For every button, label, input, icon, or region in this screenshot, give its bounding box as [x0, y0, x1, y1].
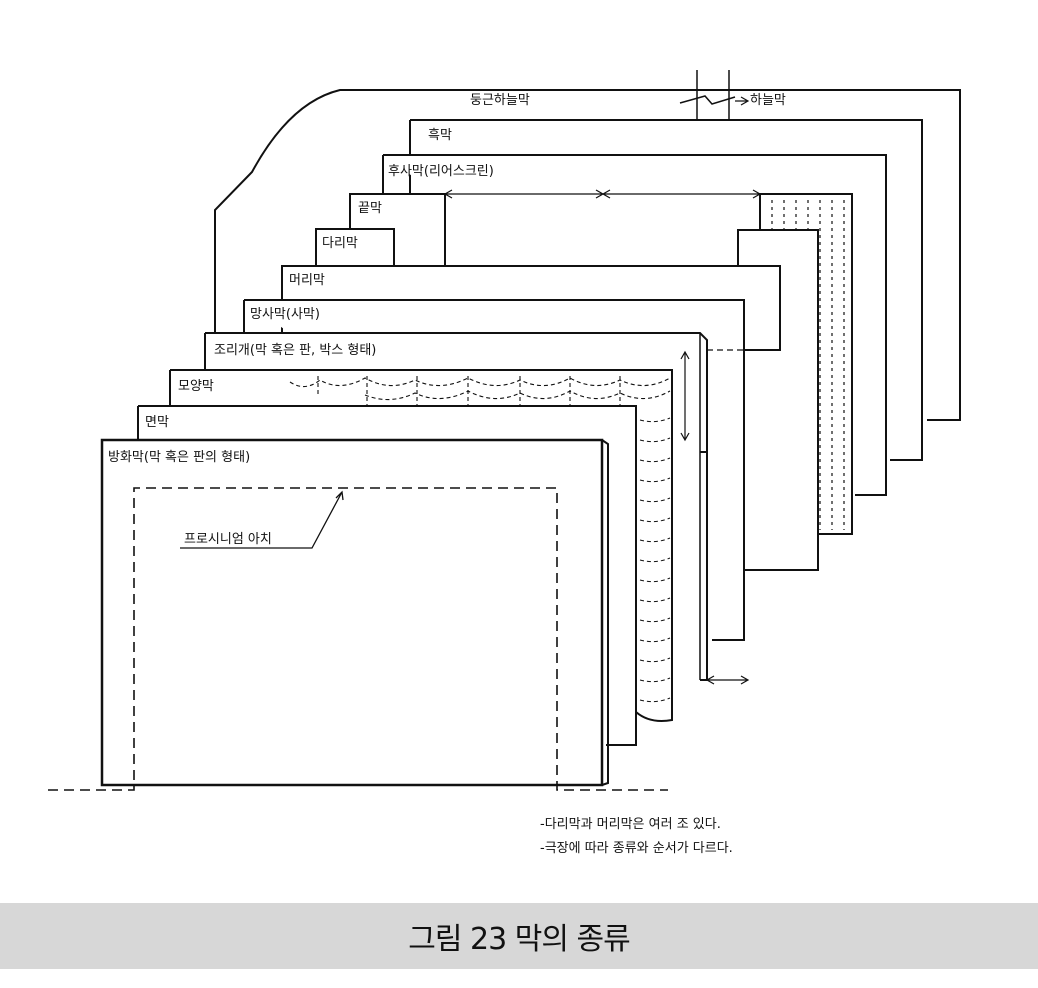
break-zigzag — [679, 95, 736, 105]
figure-caption-bar: 그림 23 막의 종류 — [0, 903, 1038, 969]
label-proscenium-arch: 프로시니엄 아치 — [184, 532, 272, 547]
break-mark — [696, 70, 730, 120]
arrow-sky — [735, 96, 750, 106]
label-face-curtain: 면막 — [145, 415, 169, 430]
curtain-diagram: 둥근하늘막 하늘막 흑막 후사막(리어스크린) 끝막 다리막 머리막 망사막(사… — [48, 70, 961, 856]
figure-caption: 그림 23 막의 종류 — [408, 922, 630, 957]
arrow-vertical — [680, 350, 690, 442]
pattern-swags — [289, 376, 671, 406]
label-border-curtain: 머리막 — [289, 273, 325, 288]
label-end-curtain: 끝막 — [358, 201, 382, 216]
note-2: -극장에 따라 종류와 순서가 다르다. — [540, 841, 733, 856]
label-fire-curtain: 방화막(막 혹은 판의 형태) — [108, 450, 250, 465]
label-sky-curtain: 하늘막 — [750, 93, 786, 108]
arrow-horizontal — [705, 675, 750, 685]
label-black-curtain: 흑막 — [428, 128, 452, 143]
label-pattern-curtain: 모양막 — [178, 379, 214, 394]
diagram-svg: 둥근하늘막 하늘막 흑막 후사막(리어스크린) 끝막 다리막 머리막 망사막(사… — [48, 70, 961, 856]
pattern-side-folds — [639, 417, 671, 703]
arrow-traveler — [443, 189, 762, 199]
proscenium-leader — [180, 490, 344, 549]
sky-curtain-outline — [214, 89, 961, 421]
label-leg-curtain: 다리막 — [322, 236, 358, 251]
fire-curtain — [100, 438, 604, 787]
label-rounded-sky-curtain: 둥근하늘막 — [470, 93, 530, 108]
note-1: -다리막과 머리막은 여러 조 있다. — [540, 817, 721, 832]
label-adjustable-frame: 조리개(막 혹은 판, 박스 형태) — [214, 343, 376, 358]
label-rear-gauze: 후사막(리어스크린) — [388, 164, 494, 179]
label-gauze-curtain: 망사막(사막) — [250, 307, 320, 322]
proscenium-arch — [48, 487, 668, 791]
